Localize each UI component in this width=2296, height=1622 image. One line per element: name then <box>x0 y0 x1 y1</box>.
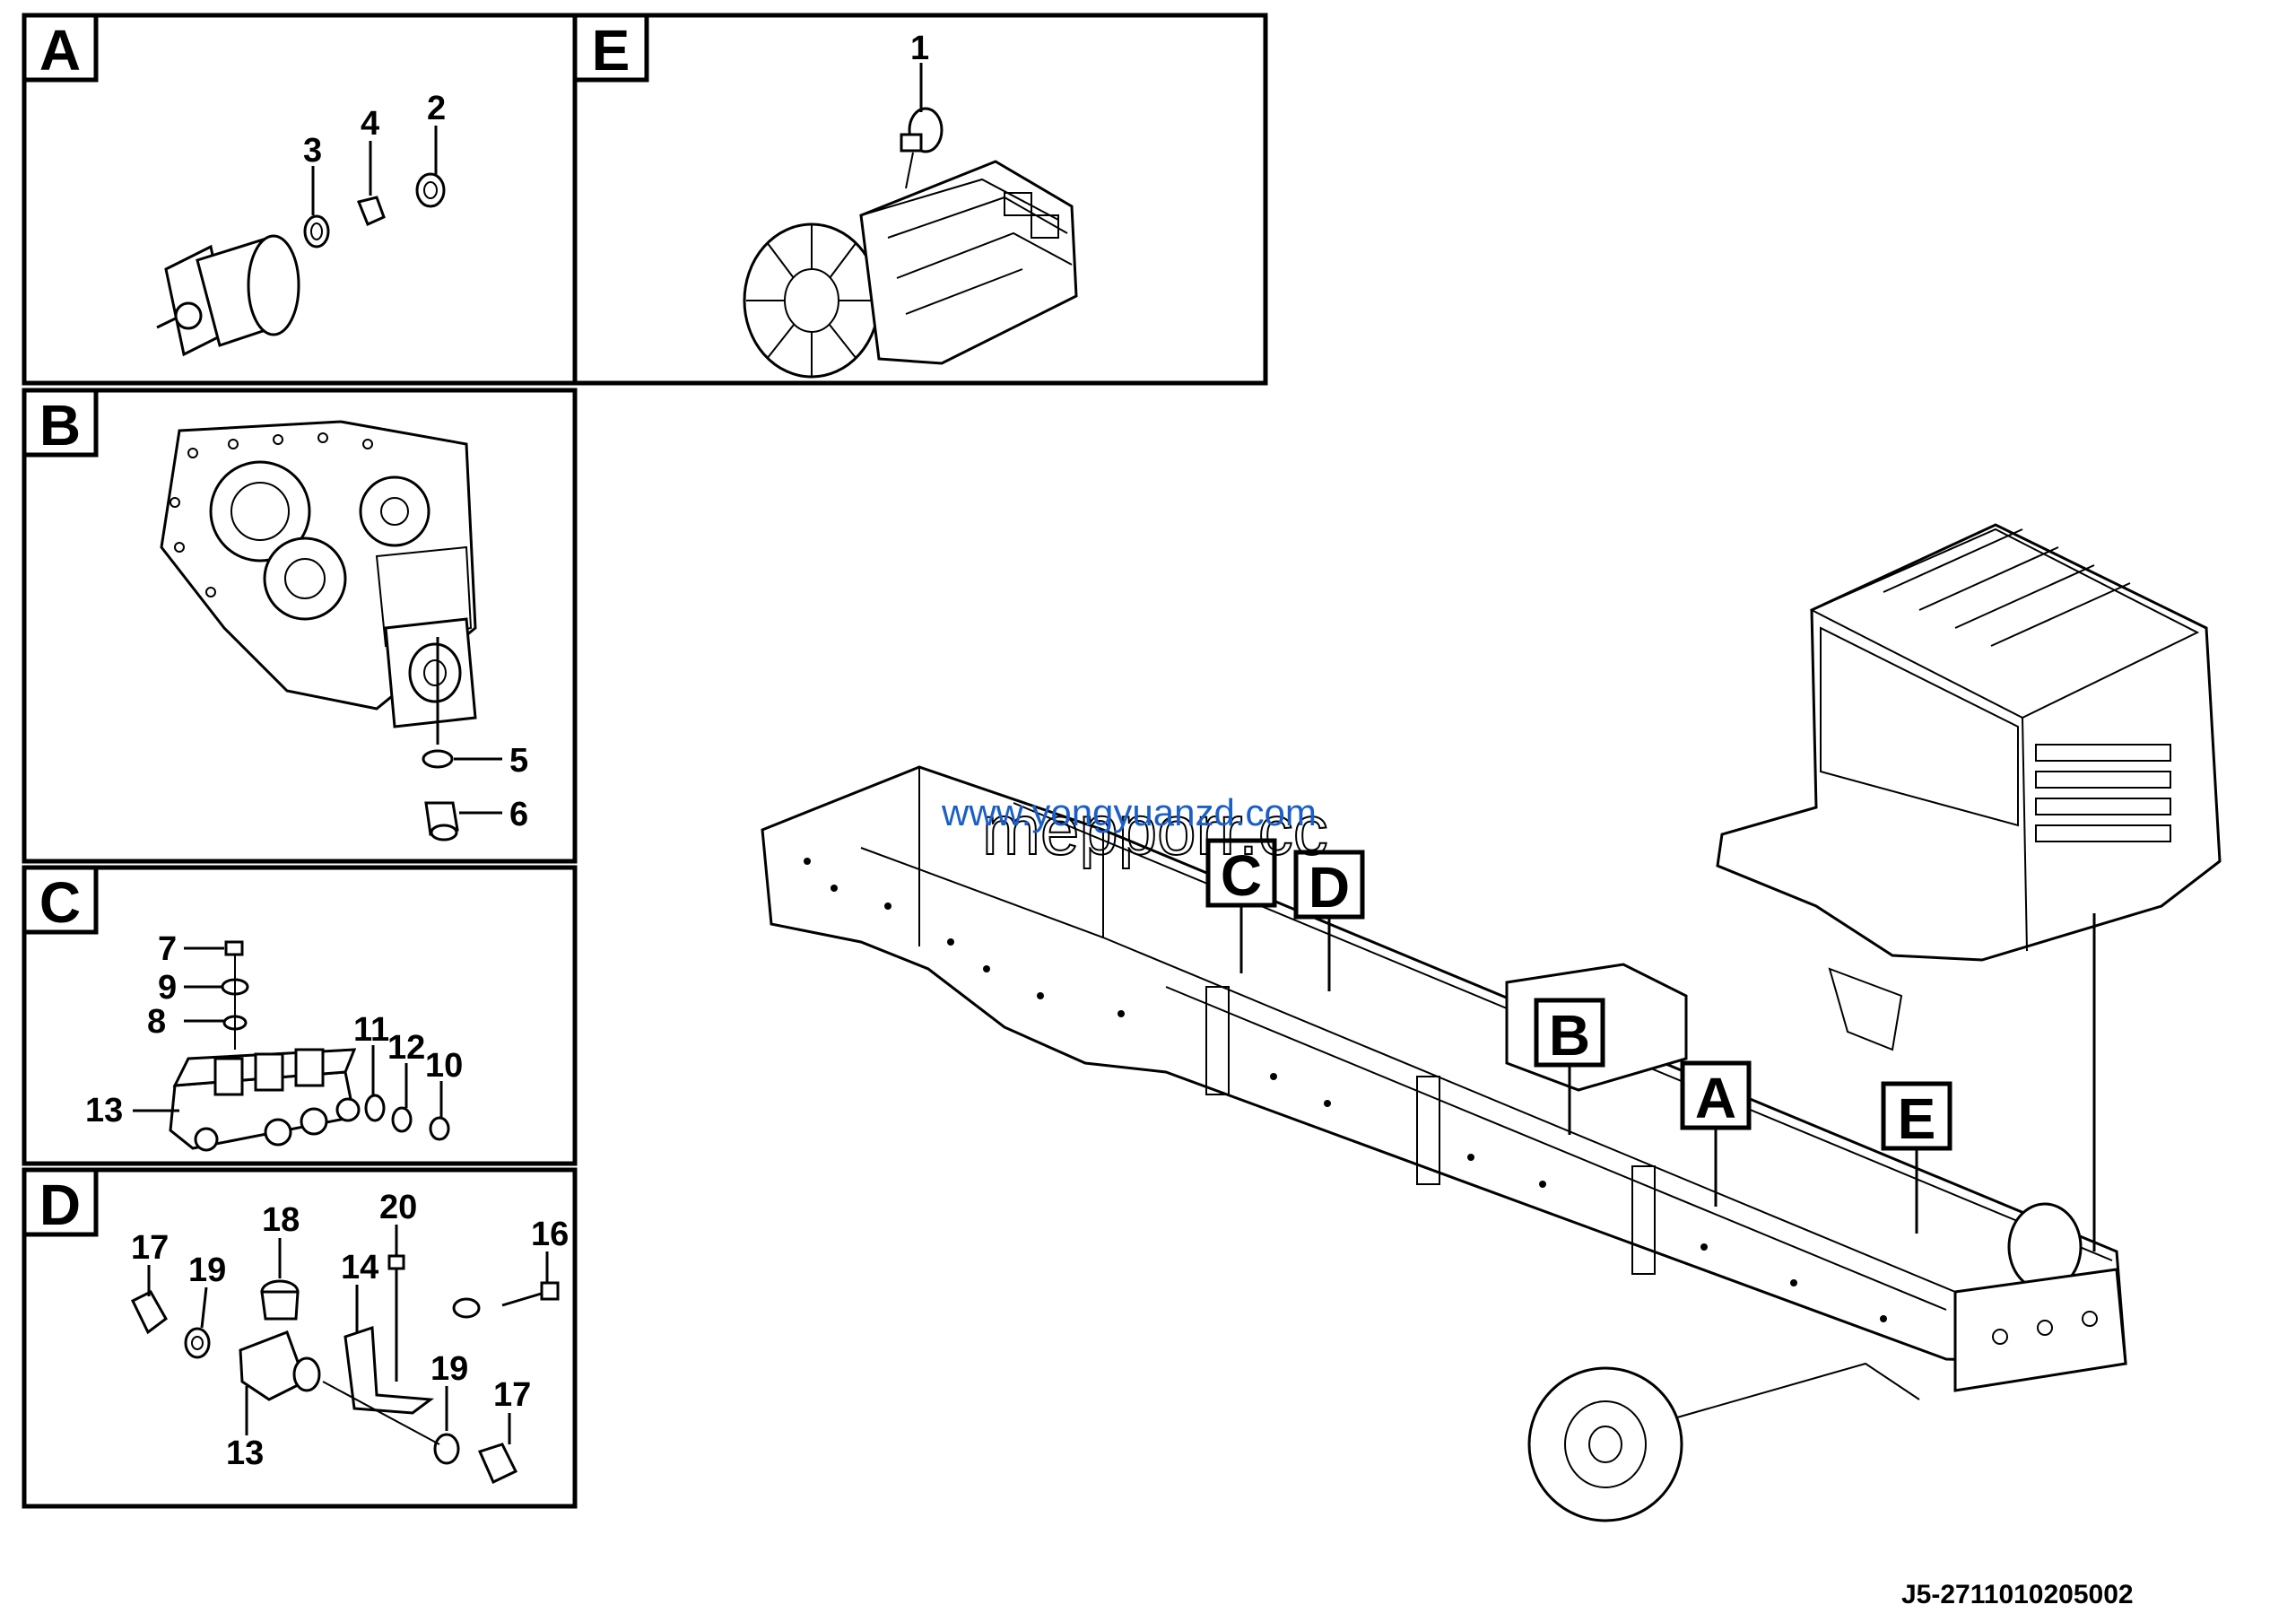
svg-text:C: C <box>1221 843 1262 908</box>
panel-d: D <box>22 1167 578 1509</box>
part-label: 13 <box>85 1092 123 1129</box>
part-label: 19 <box>188 1251 226 1289</box>
panel-a: A <box>22 13 578 386</box>
watermark-url: www.yongyuanzd.com <box>941 791 1317 833</box>
part-label: 13 <box>226 1435 264 1472</box>
panel-e-letter: E <box>592 18 631 83</box>
part-label: 2 <box>427 90 446 127</box>
part-label: 17 <box>493 1376 531 1414</box>
part-label: 4 <box>361 105 379 143</box>
part-label: 6 <box>509 796 528 833</box>
panel-d-letter: D <box>39 1173 81 1237</box>
callout-a: A <box>1680 1060 1752 1207</box>
panel-e-drawing: 1 <box>743 30 1078 379</box>
part-label: 10 <box>425 1047 463 1085</box>
panel-e: E <box>572 13 1268 386</box>
callout-e: E <box>1881 1081 1952 1234</box>
part-label: 7 <box>158 930 177 968</box>
part-label: 17 <box>131 1229 169 1267</box>
part-label: 11 <box>353 1011 389 1049</box>
panel-c-drawing: 7 9 8 11 12 10 13 <box>85 930 463 1152</box>
panel-c: C <box>22 865 578 1166</box>
drawing-code: J5-2711010205002 <box>1901 1580 2134 1609</box>
panel-b: B <box>22 388 578 864</box>
svg-text:B: B <box>1549 1003 1590 1068</box>
part-label: 14 <box>341 1249 378 1286</box>
svg-text:A: A <box>1695 1066 1736 1130</box>
panel-b-drawing: 5 6 <box>160 420 528 842</box>
part-label: 18 <box>262 1201 300 1239</box>
callout-d: D <box>1293 850 1365 991</box>
part-label: 1 <box>910 30 929 67</box>
callout-b: B <box>1534 998 1605 1135</box>
part-label: 3 <box>303 132 322 170</box>
panel-b-letter: B <box>39 393 81 458</box>
panel-a-letter: A <box>39 18 81 83</box>
part-label: 9 <box>158 969 177 1007</box>
part-label: 5 <box>509 742 528 780</box>
panel-c-letter: C <box>39 870 81 935</box>
part-label: 16 <box>531 1216 569 1253</box>
panel-a-drawing: 3 4 2 <box>156 90 446 357</box>
part-label: 20 <box>379 1189 417 1226</box>
chassis-drawing <box>761 523 2222 1522</box>
svg-text:D: D <box>1309 855 1350 920</box>
part-label: 19 <box>430 1350 468 1388</box>
part-label: 12 <box>387 1029 425 1067</box>
svg-text:E: E <box>1898 1086 1936 1151</box>
watermark-site: mepporr.cc <box>982 790 1328 869</box>
callout-c: C <box>1205 838 1277 973</box>
panel-d-drawing: 18 20 16 17 19 14 19 17 13 <box>131 1189 569 1485</box>
part-label: 8 <box>147 1003 166 1041</box>
